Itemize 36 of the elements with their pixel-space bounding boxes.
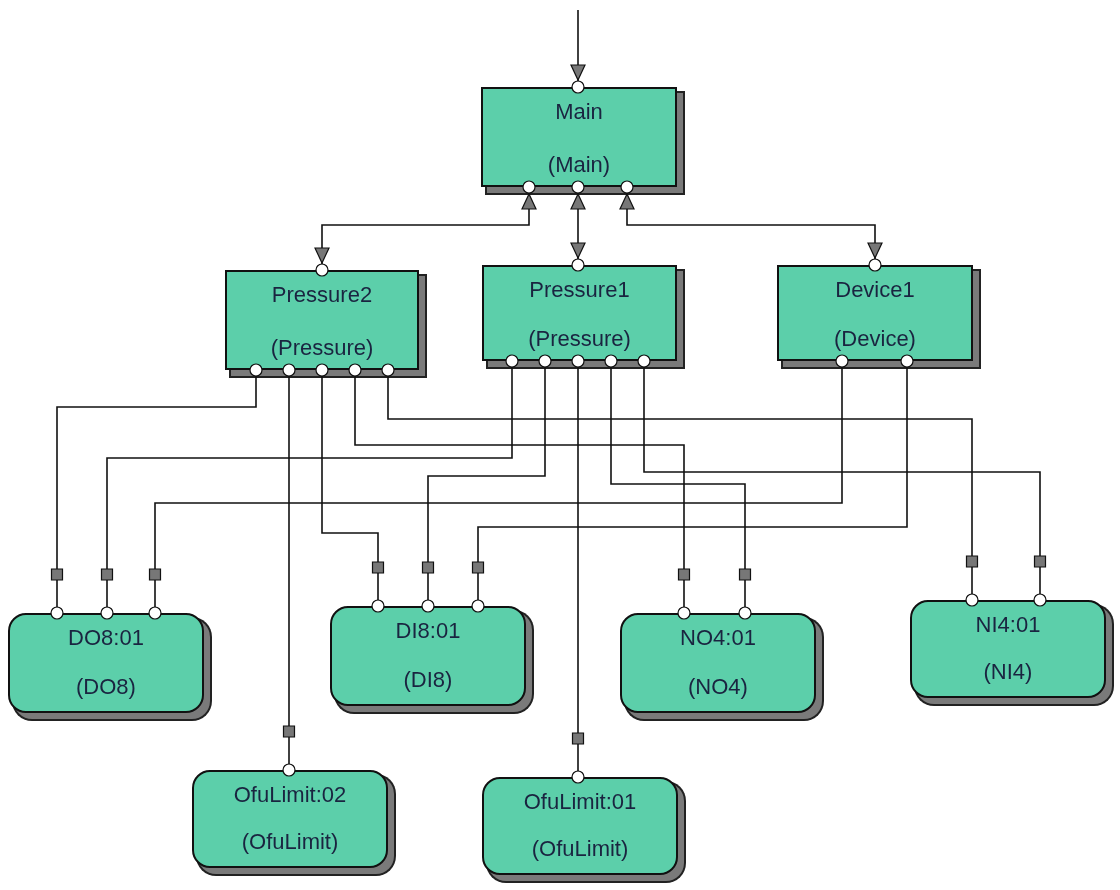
node-name: DI8:01 xyxy=(395,618,461,644)
node-name: NO4:01 xyxy=(680,625,756,651)
node-type: (OfuLimit) xyxy=(241,828,339,854)
node-type: (DI8) xyxy=(403,666,453,692)
connector xyxy=(315,363,385,613)
node-type: (NO4) xyxy=(688,673,748,699)
arrow xyxy=(314,180,537,277)
node-name: Pressure2 xyxy=(271,282,373,308)
node-type: (OfuLimit) xyxy=(531,835,629,861)
node-type: (DO8) xyxy=(76,673,136,699)
connector xyxy=(381,363,979,607)
connector xyxy=(637,354,1047,607)
connector xyxy=(148,354,849,620)
node-type: (Main) xyxy=(547,151,611,177)
node-type: (Device) xyxy=(834,325,916,351)
connector xyxy=(604,354,752,620)
node-type: (Pressure) xyxy=(270,334,374,360)
connector xyxy=(282,363,296,777)
connector xyxy=(471,354,914,613)
node-type: (NI4) xyxy=(983,658,1033,684)
node-name: DO8:01 xyxy=(68,625,144,651)
connector xyxy=(100,354,519,620)
node-name: Device1 xyxy=(835,277,915,303)
node-type: (Pressure) xyxy=(528,325,631,351)
node-name: Pressure1 xyxy=(529,277,630,303)
node-name: Main xyxy=(555,99,603,125)
arrow xyxy=(570,180,586,272)
connector xyxy=(50,363,263,620)
arrow xyxy=(570,9,586,94)
node-name: OfuLimit:01 xyxy=(523,789,637,815)
connector xyxy=(571,354,585,784)
node-name: OfuLimit:02 xyxy=(233,782,347,808)
connector xyxy=(348,363,691,620)
node-name: NI4:01 xyxy=(975,612,1041,638)
arrow xyxy=(619,180,883,272)
connector xyxy=(421,354,552,613)
